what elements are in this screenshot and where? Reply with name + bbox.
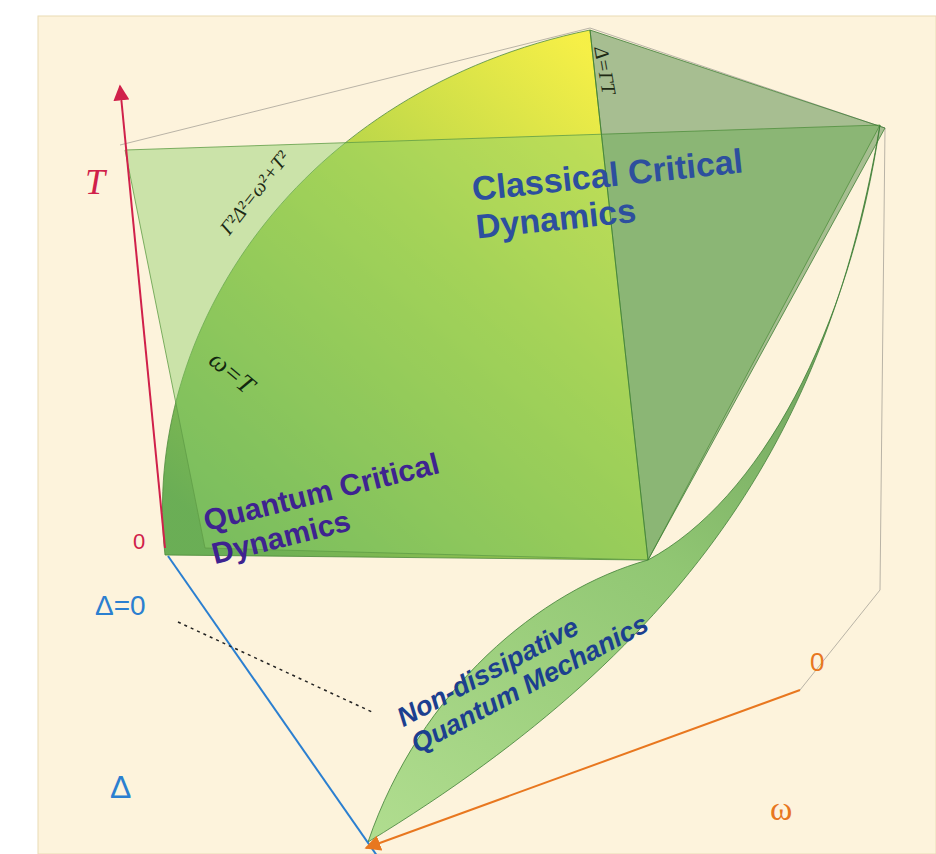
panel-ground <box>38 16 936 854</box>
axis-value: Δ=0 <box>95 590 146 621</box>
delta-axis <box>168 556 380 854</box>
axis-label: ω <box>770 790 792 828</box>
axis-label: Δ <box>110 770 131 806</box>
delta-gamma-t-plane <box>590 30 885 560</box>
delta-zero-dotted-line <box>178 622 372 712</box>
axis-origin-value: 0 <box>133 530 145 555</box>
t-axis <box>120 86 165 548</box>
cube-edge <box>120 28 885 690</box>
axis-origin-value: 0 <box>810 648 824 677</box>
cube-frame <box>120 28 885 690</box>
axis-label: T <box>85 162 105 202</box>
